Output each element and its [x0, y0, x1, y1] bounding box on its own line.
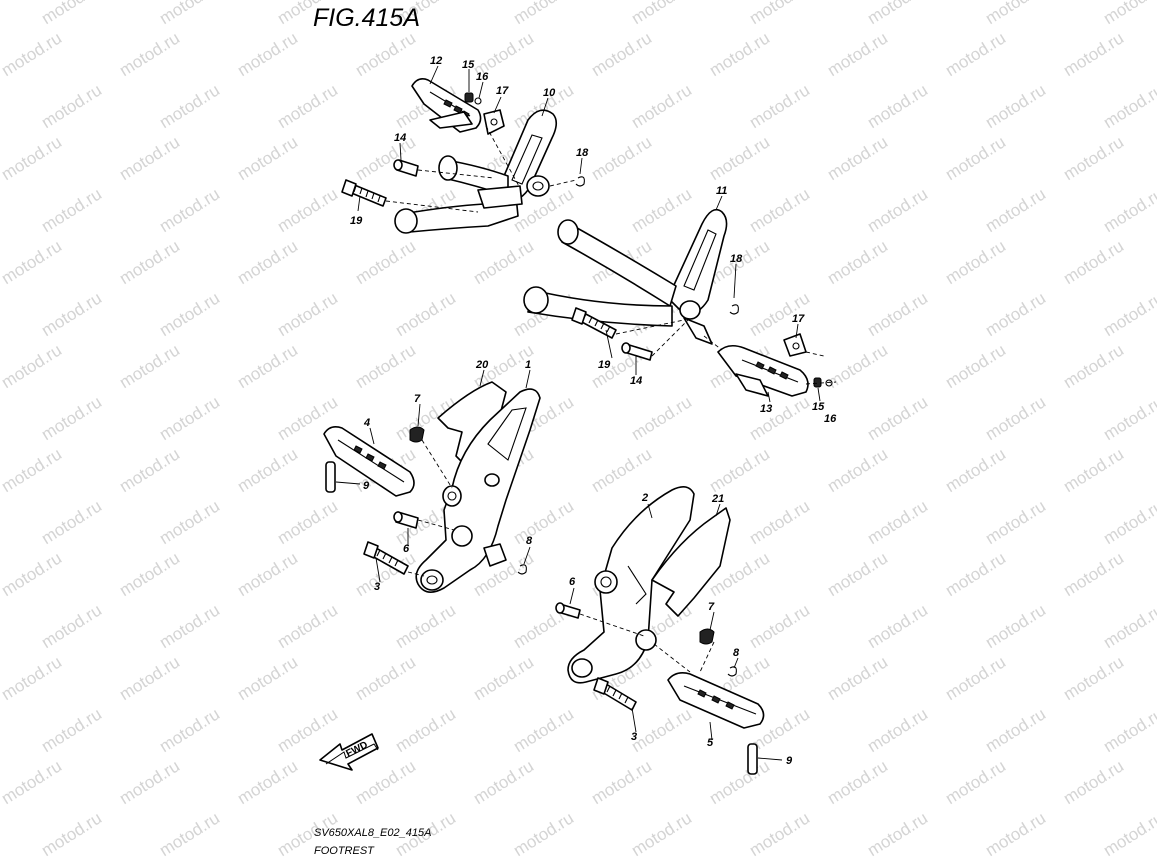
- heel-guard-20: [437, 381, 507, 469]
- rear-footrest-bracket-left: [394, 109, 558, 234]
- callout-12: 12: [430, 55, 442, 67]
- callout-9: 9: [363, 480, 370, 492]
- section-name: FOOTREST: [314, 845, 374, 857]
- callout-18: 18: [576, 147, 589, 159]
- callout-19: 19: [350, 215, 363, 227]
- callout-7: 7: [414, 393, 421, 405]
- front-footrest-bracket-2: [567, 486, 695, 684]
- callout-3: 3: [631, 731, 637, 743]
- leader-lines-upper-left: [357, 65, 583, 213]
- callout-16: 16: [476, 71, 489, 83]
- callout-13: 13: [760, 403, 772, 415]
- rider-footpeg-4: [323, 426, 415, 497]
- callout-6: 6: [569, 576, 576, 588]
- small-parts-middle-left: [325, 426, 527, 575]
- callout-6: 6: [403, 543, 410, 555]
- callout-3: 3: [374, 581, 380, 593]
- passenger-footpeg-12: [411, 78, 482, 133]
- callout-1: 1: [525, 359, 531, 371]
- callout-14: 14: [394, 132, 406, 144]
- callout-9: 9: [786, 755, 793, 767]
- leader-lines-middle-left: [335, 369, 531, 583]
- callout-16: 16: [824, 413, 837, 425]
- fwd-arrow-icon: FWD: [319, 733, 379, 771]
- callout-14: 14: [630, 375, 642, 387]
- callout-17: 17: [496, 85, 509, 97]
- callout-8: 8: [733, 647, 740, 659]
- callout-5: 5: [707, 737, 714, 749]
- callout-7: 7: [708, 601, 715, 613]
- heel-guard-21: [651, 507, 731, 617]
- callout-21: 21: [711, 493, 724, 505]
- small-parts-lower-right: [555, 602, 758, 775]
- callout-numbers: 12 15 16 17 10 14 18 19 11 18 17 19 14 1…: [350, 55, 837, 767]
- callout-8: 8: [526, 535, 533, 547]
- callout-2: 2: [641, 492, 648, 504]
- front-footrest-bracket-1: [415, 388, 541, 593]
- diagram-code: SV650XAL8_E02_415A: [314, 827, 432, 839]
- passenger-footpeg-13: [717, 344, 809, 397]
- rider-footpeg-5: [667, 672, 765, 729]
- callout-20: 20: [475, 359, 489, 371]
- callout-17: 17: [792, 313, 805, 325]
- leader-lines-lower-right: [569, 503, 783, 761]
- callout-19: 19: [598, 359, 611, 371]
- callout-4: 4: [363, 417, 370, 429]
- callout-15: 15: [462, 59, 475, 71]
- figure-title: FIG.415A: [313, 4, 420, 32]
- rear-footrest-bracket-right: [523, 208, 728, 345]
- callout-11: 11: [716, 185, 727, 197]
- callout-15: 15: [812, 401, 825, 413]
- leader-lines-upper-right: [605, 195, 837, 403]
- callout-10: 10: [543, 87, 556, 99]
- callout-18: 18: [730, 253, 743, 265]
